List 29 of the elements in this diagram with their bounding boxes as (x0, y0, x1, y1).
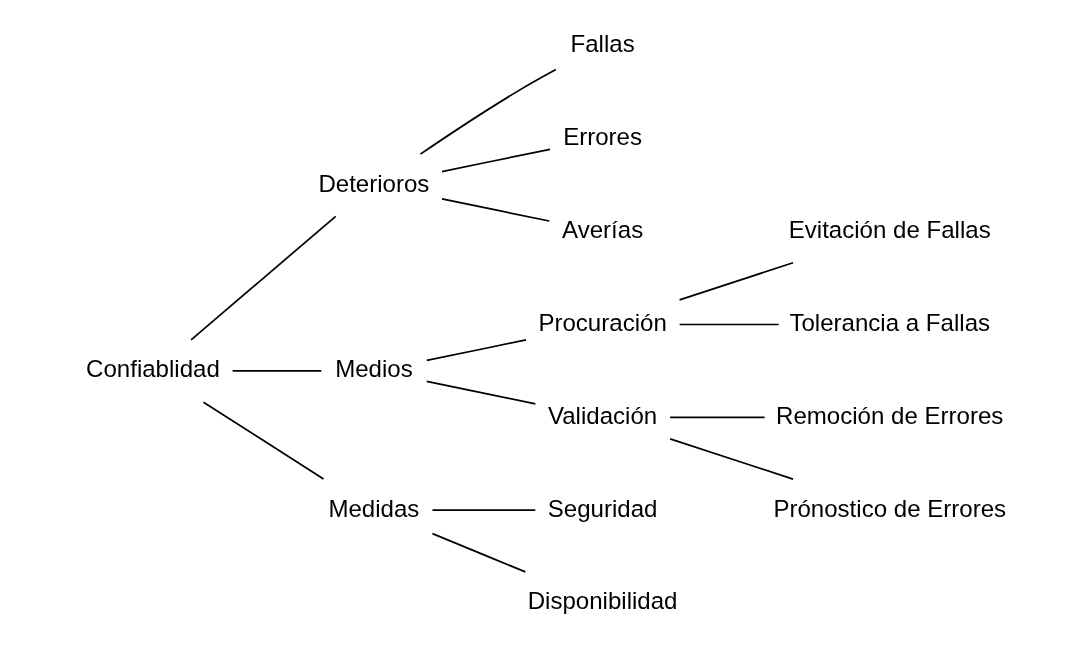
connector (669, 438, 794, 480)
connector (441, 198, 551, 222)
node-text: Medios (335, 355, 413, 383)
connector (678, 323, 780, 326)
node-text: Prónostico de Errores (773, 494, 1007, 522)
connector (431, 509, 537, 512)
node-text: Tolerancia a Fallas (789, 308, 991, 336)
node-text: Confiablidad (86, 355, 220, 383)
node-text: Evitación de Fallas (788, 216, 991, 244)
connector (425, 339, 527, 362)
node-text: Deterioros (318, 169, 430, 197)
node-text: Remoción de Errores (776, 401, 1004, 429)
node-text: Procuración (538, 308, 667, 336)
connector (419, 68, 557, 155)
node-text: Errores (563, 123, 643, 151)
connector (425, 380, 537, 405)
connector (190, 215, 337, 341)
node-text: Averías (562, 216, 644, 244)
connector (202, 401, 325, 480)
connector (669, 416, 766, 419)
connector (431, 532, 527, 573)
node-text: Medidas (328, 494, 420, 522)
node-text: Seguridad (547, 494, 658, 522)
connector (231, 370, 323, 372)
connector (441, 148, 551, 173)
node-text: Disponibilidad (527, 587, 678, 615)
connector (678, 261, 794, 301)
node-text: Fallas (570, 30, 635, 58)
node-text: Validación (547, 401, 658, 429)
